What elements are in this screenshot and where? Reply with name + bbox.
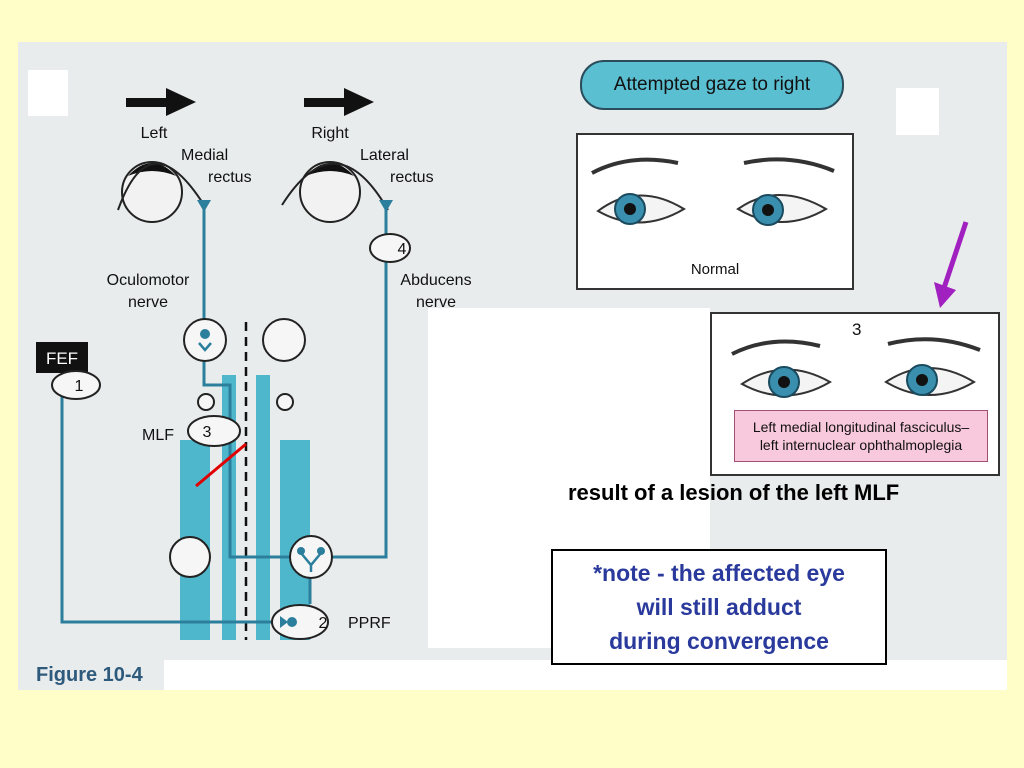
white-strip-bottom xyxy=(164,660,1007,690)
oculomotor-label: Oculomotor xyxy=(107,272,190,289)
right-label: Right xyxy=(311,125,349,142)
lesion-mark xyxy=(195,442,247,488)
normal-label: Normal xyxy=(690,261,740,278)
mlf-label: MLF xyxy=(142,427,174,444)
lateral-label: Lateral xyxy=(360,147,409,164)
white-box-left xyxy=(28,70,68,116)
fef-tag xyxy=(36,342,88,373)
arrow-left-icon xyxy=(126,88,196,116)
medial-rectus-label: rectus xyxy=(208,169,252,186)
note-line2: will still adduct xyxy=(636,594,802,620)
callout-1 xyxy=(51,370,101,400)
lesion-number: 3 xyxy=(852,320,862,339)
lateral-rectus-label: rectus xyxy=(390,169,434,186)
tract-right-mlf xyxy=(256,375,270,640)
lesion-eyes-icon xyxy=(731,337,981,398)
pprf-icon xyxy=(271,604,329,640)
callout-4 xyxy=(369,233,411,263)
small-nucleus-left xyxy=(197,393,215,411)
left-abducens-nucleus xyxy=(169,536,211,578)
note-box: *note - the affected eye will still addu… xyxy=(551,549,887,665)
abducens-label: Abducens xyxy=(400,272,471,289)
small-nucleus-right xyxy=(276,393,294,411)
callout-4-number: 4 xyxy=(398,241,407,258)
lesion-caption: Left medial longitudinal fasciculus– lef… xyxy=(734,410,988,462)
fef-label: FEF xyxy=(46,349,78,368)
medial-label: Medial xyxy=(181,147,228,164)
callout-2-number: 2 xyxy=(319,615,328,632)
white-box-right xyxy=(896,88,939,135)
result-text: result of a lesion of the left MLF xyxy=(568,480,900,505)
lesion-caption-line2: left internuclear ophthalmoplegia xyxy=(759,437,963,453)
right-oculomotor-nucleus xyxy=(262,318,306,362)
pprf-label: PPRF xyxy=(348,615,391,632)
normal-eyes-icon xyxy=(591,157,835,226)
lateral-rectus-arrow-icon xyxy=(379,200,393,212)
lesion-caption-line1: Left medial longitudinal fasciculus– xyxy=(752,419,970,435)
lesion-gaze-box: 3 Left medial longitudinal fasciculus– l… xyxy=(710,312,1000,476)
left-eye-icon xyxy=(117,161,205,223)
right-eye-icon xyxy=(281,161,389,223)
left-label: Left xyxy=(141,125,168,142)
callout-3-number: 3 xyxy=(203,424,212,441)
callout-1-number: 1 xyxy=(75,378,84,395)
oculomotor-nerve-label: nerve xyxy=(128,294,168,311)
normal-gaze-box: Normal xyxy=(576,133,854,290)
note-line1: *note - the affected eye xyxy=(593,560,845,586)
gaze-title-pill: Attempted gaze to right xyxy=(580,60,844,110)
abducens-nucleus-icon xyxy=(289,535,333,579)
oculomotor-nucleus-icon xyxy=(183,318,227,362)
arrow-right-icon xyxy=(304,88,374,116)
figure-label: Figure 10-4 xyxy=(36,664,143,686)
pointer-arrow-icon xyxy=(934,221,969,308)
abducens-nerve-label: nerve xyxy=(416,294,456,311)
note-line3: during convergence xyxy=(609,628,829,654)
medial-rectus-arrow-icon xyxy=(197,200,211,212)
callout-3 xyxy=(187,415,241,447)
